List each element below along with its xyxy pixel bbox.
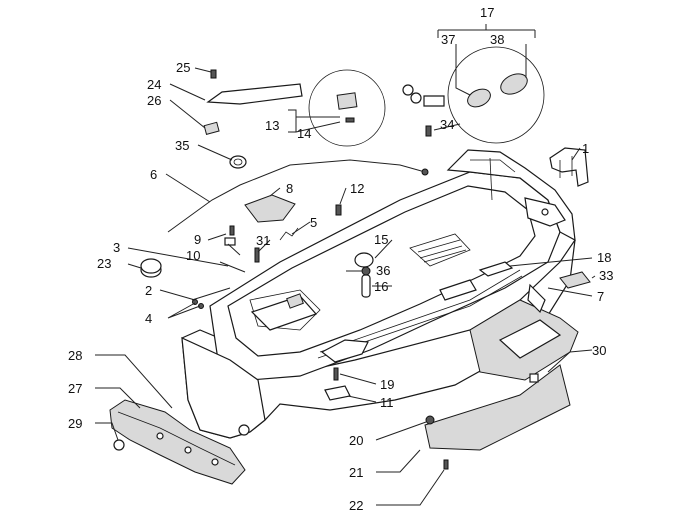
- part-number-30: 30: [592, 343, 606, 358]
- part-number-15: 15: [374, 232, 388, 247]
- part-number-28: 28: [68, 348, 82, 363]
- part-number-35: 35: [175, 138, 189, 153]
- part-number-11: 11: [380, 395, 394, 410]
- part-number-21: 21: [349, 465, 363, 480]
- part-number-10: 10: [186, 248, 200, 263]
- part-number-18: 18: [597, 250, 611, 265]
- part-number-19: 19: [380, 377, 394, 392]
- part-number-13: 13: [265, 118, 279, 133]
- part-number-27: 27: [68, 381, 82, 396]
- part-number-8: 8: [286, 181, 293, 196]
- part-number-2: 2: [145, 283, 152, 298]
- part-number-17: 17: [480, 5, 494, 20]
- small-parts: [109, 46, 591, 485]
- part-number-1: 1: [582, 141, 589, 156]
- compartment-body: [181, 149, 579, 439]
- part-number-29: 29: [68, 416, 82, 431]
- part-labels: 17 37 38 25 24 26 13 14 34 35 6 1 8 12 5…: [68, 5, 613, 513]
- part-number-20: 20: [349, 433, 363, 448]
- part-number-36: 36: [376, 263, 390, 278]
- part-number-12: 12: [350, 181, 364, 196]
- part-number-25: 25: [176, 60, 190, 75]
- part-number-24: 24: [147, 77, 161, 92]
- part-number-5: 5: [310, 215, 317, 230]
- part-number-9: 9: [194, 232, 201, 247]
- part-number-7: 7: [597, 289, 604, 304]
- part-number-22: 22: [349, 498, 363, 513]
- part-number-4: 4: [145, 311, 152, 326]
- part-number-14: 14: [297, 126, 311, 141]
- leader-lines: [95, 24, 596, 506]
- part-number-37: 37: [441, 32, 455, 47]
- part-number-38: 38: [490, 32, 504, 47]
- part-number-34: 34: [440, 117, 454, 132]
- part-number-33: 33: [599, 268, 613, 283]
- part-number-26: 26: [147, 93, 161, 108]
- part-number-3: 3: [113, 240, 120, 255]
- part-number-23: 23: [97, 256, 111, 271]
- part-number-16: 16: [374, 279, 388, 294]
- part-number-6: 6: [150, 167, 157, 182]
- part-number-31: 31: [256, 233, 270, 248]
